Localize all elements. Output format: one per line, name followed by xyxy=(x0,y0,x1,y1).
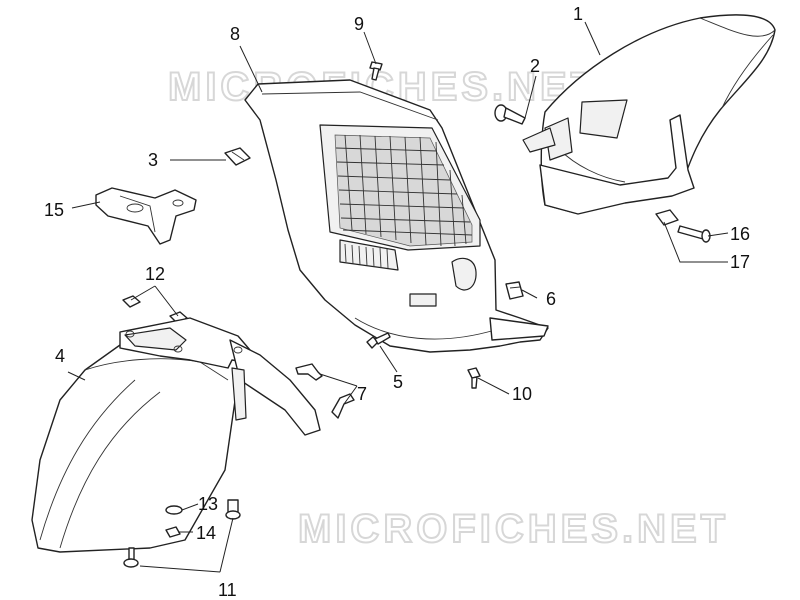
callout-13: 13 xyxy=(198,494,218,514)
part-screw-5 xyxy=(366,332,391,349)
grille-grid xyxy=(334,134,473,247)
callout-15: 15 xyxy=(44,200,64,220)
callout-8: 8 xyxy=(230,24,240,44)
callout-6: 6 xyxy=(546,289,556,309)
watermark-bottom: MICROFICHES.NET xyxy=(298,507,729,551)
part-screw-10 xyxy=(467,367,481,389)
callout-labels: 1 2 3 4 5 6 7 8 9 10 11 12 13 14 15 16 1… xyxy=(44,4,750,600)
leader-lines xyxy=(67,21,729,573)
part-fasteners-bottom xyxy=(123,499,241,568)
part-bolt-16 xyxy=(677,225,711,243)
part-nut-17 xyxy=(655,209,679,226)
part-bracket-15 xyxy=(95,187,197,245)
part-rear-mudguard xyxy=(522,14,776,215)
part-clips-12 xyxy=(122,295,188,324)
callout-4: 4 xyxy=(55,346,65,366)
callout-7: 7 xyxy=(357,384,367,404)
callout-3: 3 xyxy=(148,150,158,170)
callout-14: 14 xyxy=(196,523,216,543)
part-clips-7 xyxy=(295,363,355,419)
callout-12: 12 xyxy=(145,264,165,284)
callout-16: 16 xyxy=(730,224,750,244)
callout-11: 11 xyxy=(218,580,237,600)
part-screw-9 xyxy=(369,61,383,81)
part-clip-3 xyxy=(224,147,251,166)
part-screw-2 xyxy=(494,104,526,125)
callout-9: 9 xyxy=(354,14,364,34)
callout-5: 5 xyxy=(393,372,403,392)
part-legshield-back xyxy=(244,79,549,353)
part-washer-13 xyxy=(165,505,183,515)
callout-10: 10 xyxy=(512,384,532,404)
callout-2: 2 xyxy=(530,56,540,76)
part-clip-6 xyxy=(505,281,524,300)
part-front-mudguard xyxy=(31,317,321,553)
callout-1: 1 xyxy=(573,4,583,24)
part-screw-14 xyxy=(165,526,181,538)
callout-17: 17 xyxy=(730,252,750,272)
